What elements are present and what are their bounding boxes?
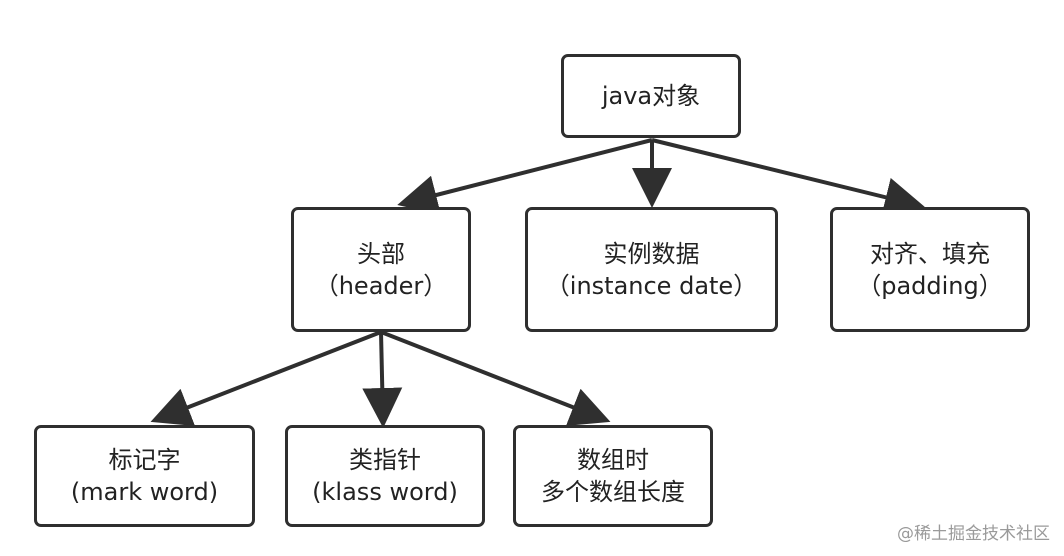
edge-header-mark [150,330,382,427]
node-klass-word: 类指针 (klass word) [285,425,485,527]
node-klass-word-title: 类指针 [349,446,421,474]
node-instance-data-subtitle: （instance date） [545,271,758,300]
edge-root-header [397,138,653,215]
node-header: 头部 （header） [291,207,471,332]
watermark-text: @稀土掘金技术社区 [897,524,1050,544]
node-instance-data: 实例数据 （instance date） [525,207,778,332]
node-padding: 对齐、填充 （padding） [830,207,1030,332]
edge-header-arraylen [380,330,611,426]
node-mark-word: 标记字 (mark word) [34,425,255,527]
node-java-object: java对象 [561,54,741,138]
edge-header-klass [362,331,403,428]
node-header-subtitle: （header） [314,271,448,300]
node-array-length: 数组时 多个数组长度 [513,425,713,527]
node-mark-word-subtitle: (mark word) [70,478,219,506]
node-padding-title: 对齐、填充 [870,239,990,268]
node-header-title: 头部 [357,239,405,268]
node-array-length-title: 数组时 [577,446,649,474]
node-java-object-label: java对象 [601,82,701,110]
node-mark-word-title: 标记字 [108,446,181,474]
node-klass-word-subtitle: (klass word) [312,478,458,506]
node-padding-subtitle: （padding） [857,271,1003,300]
edge-root-padding [651,138,925,217]
node-array-length-subtitle: 多个数组长度 [541,478,685,506]
node-instance-data-title: 实例数据 [603,239,700,268]
